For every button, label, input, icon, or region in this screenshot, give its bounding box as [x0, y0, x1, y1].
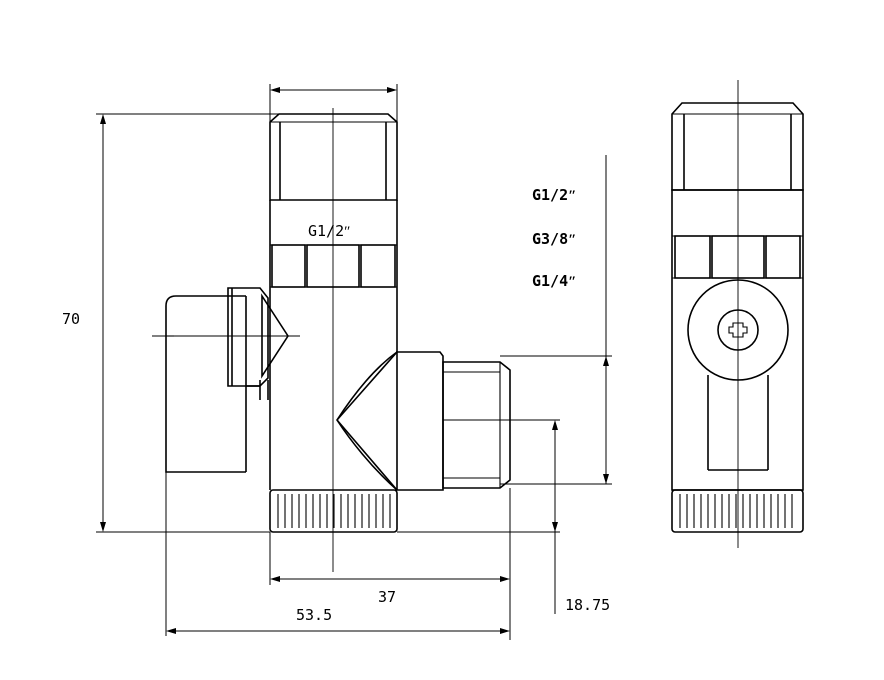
bottom-knurled-nut: [269, 489, 398, 533]
top-hex-nut: [269, 113, 398, 201]
side-outlet: [336, 351, 511, 491]
thread-spec-g1-4: G1/4ʺ: [532, 272, 576, 290]
handle-knob: [165, 287, 289, 473]
width-37-label: 37: [378, 588, 396, 606]
height-dimension-label: 70: [62, 310, 80, 328]
thread-spec-g1-2: G1/2ʺ: [532, 186, 576, 204]
offset-18-75-label: 18.75: [565, 596, 610, 614]
width-53-5-label: 53.5: [296, 606, 332, 624]
top-thread-label: G1/2ʺ: [308, 222, 350, 240]
main-body: [269, 200, 398, 490]
side-view: [671, 80, 804, 548]
thread-spec-g3-8: G3/8ʺ: [532, 230, 576, 248]
side-knurled-nut: [671, 489, 804, 533]
front-view: [152, 108, 511, 572]
centre-lines: [152, 108, 334, 572]
dimension-lines: [96, 84, 612, 640]
